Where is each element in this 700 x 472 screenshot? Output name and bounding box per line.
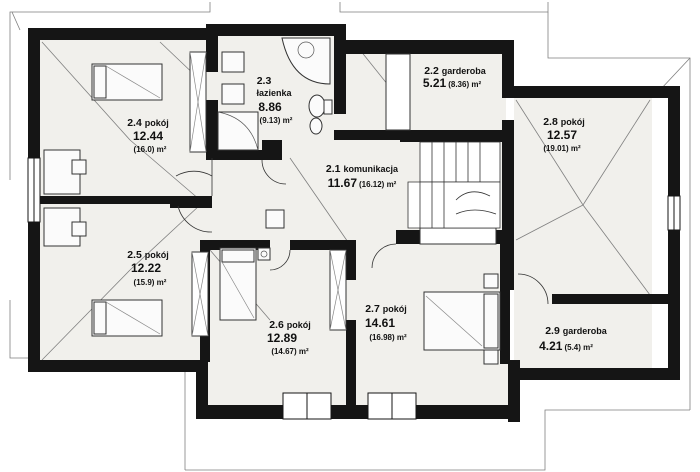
room-area-2-6: 12.89: [267, 331, 297, 345]
room-area-2-7: 14.61: [365, 316, 395, 330]
room-name-2-3: łazienka: [256, 88, 292, 98]
bed-icon: [91, 299, 163, 337]
room-area-total-2-3: (9.13) m²: [260, 116, 293, 125]
room-area-line-2-1: 11.67(16.12) m²: [328, 176, 397, 190]
bed-icon: [219, 247, 271, 321]
staircase: [407, 141, 501, 229]
bed-icon: [423, 273, 501, 365]
desk-icon: [43, 149, 87, 195]
bed-icon: [91, 63, 163, 101]
room-number-2-3: 2.3: [257, 75, 272, 87]
toilet-icon: [308, 94, 333, 135]
sink-icon: [221, 51, 245, 105]
room-area-line-2-9: 4.21(5.4) m²: [539, 339, 593, 353]
room-area-line-2-2: 5.21(8.36) m²: [423, 76, 482, 90]
bathtub-icon: [281, 37, 331, 85]
room-area-total-2-8: (19.01) m²: [543, 144, 581, 153]
room-area-total-2-7: (16.98) m²: [369, 333, 407, 342]
room-area-2-4: 12.44: [133, 129, 163, 143]
room-area-2-5: 12.22: [131, 261, 161, 275]
walls: [28, 24, 680, 422]
roof-slope-lines: [41, 41, 651, 361]
furniture: [43, 37, 501, 365]
room-area-total-2-4: (16.0) m²: [134, 145, 167, 154]
windows: [27, 157, 681, 420]
room-area-total-2-6: (14.67) m²: [271, 347, 309, 356]
room-area-2-8: 12.57: [547, 128, 577, 142]
chimney: [265, 209, 285, 229]
room-area-2-3: 8.86: [258, 100, 282, 114]
shower-icon: [217, 111, 259, 151]
door-swings: [175, 158, 549, 305]
room-area-total-2-5: (15.9) m²: [134, 278, 167, 287]
desk-icon: [43, 207, 87, 247]
